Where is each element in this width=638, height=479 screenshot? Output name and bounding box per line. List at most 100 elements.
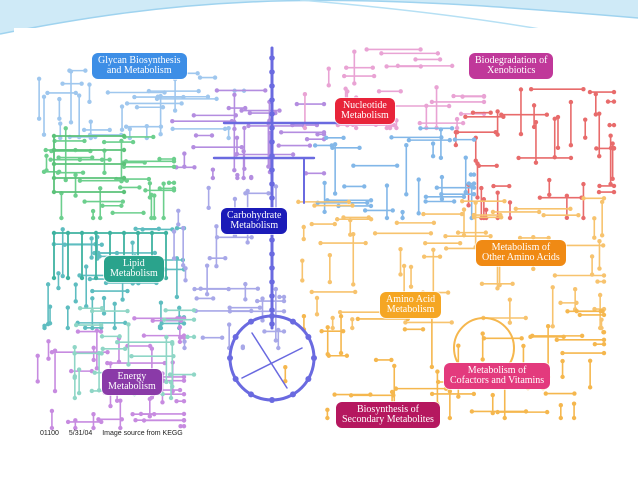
compound-node [179,101,184,106]
compound-node [185,334,190,340]
compound-node [52,388,58,394]
compound-node [555,145,561,150]
compound-node [579,333,585,339]
compound-node [210,296,216,301]
compound-node [140,227,145,232]
compound-node [533,160,539,165]
compound-node [301,314,307,319]
compound-node [77,306,83,311]
compound-node [204,263,210,268]
compound-node [507,183,512,189]
compound-node [389,357,394,363]
compound-node [576,212,581,218]
compound-node [122,346,128,351]
compound-node [80,170,86,175]
compound-node [105,349,110,355]
compound-node [302,125,308,131]
compound-node [191,144,196,150]
compound-node [365,200,370,206]
cofactors-vitamins-label[interactable]: Metabolism of Cofactors and Vitamins [444,363,551,389]
compound-node [322,209,327,215]
compound-node [67,68,72,73]
compound-node [547,192,552,197]
compound-node [51,275,57,281]
compound-node [608,145,614,151]
compound-node [232,92,237,97]
compound-node [171,229,177,234]
compound-node [163,275,169,281]
compound-node [174,225,180,231]
xenobiotics-biodegradation-label[interactable]: Biodegradation of Xenobiotics [469,53,554,79]
nucleotide-metabolism-label[interactable]: Nucleotide Metabolism [335,98,395,124]
compound-node [58,121,63,126]
compound-node [392,363,397,369]
compound-node [443,246,449,251]
carbohydrate-metabolism-label[interactable]: Carbohydrate Metabolism [221,208,288,234]
compound-node [269,307,275,313]
compound-node [558,415,564,421]
compound-node [99,334,105,339]
compound-node [454,125,460,131]
compound-node [91,357,96,363]
compound-node [126,362,131,367]
compound-node [171,159,177,164]
compound-node [269,139,275,145]
compound-node [73,90,78,96]
compound-node [152,250,158,256]
compound-node [191,372,197,377]
compound-node [394,118,399,123]
compound-node [601,279,607,284]
compound-node [45,90,50,96]
compound-node [119,127,125,132]
compound-node [83,68,88,73]
compound-node [117,334,122,339]
compound-node [92,370,97,375]
compound-node [242,166,247,172]
compound-node [103,280,109,286]
compound-node [587,385,593,390]
compound-node [327,279,333,285]
compound-node [332,142,338,147]
compound-node [241,175,246,181]
glycan-metabolism-label[interactable]: Glycan Biosynthesis and Metabolism [92,53,187,79]
compound-node [499,112,504,117]
amino-acid-metabolism-label[interactable]: Amino Acid Metabolism [380,292,442,318]
compound-node [183,278,188,283]
compound-node [96,388,102,393]
energy-metabolism-label[interactable]: Energy Metabolism [102,369,162,395]
compound-node [305,334,312,340]
compound-node [581,196,586,201]
compound-node [439,174,445,180]
secondary-metabolites-label[interactable]: Biosynthesis of Secondary Metabolites [336,402,440,428]
compound-node [587,89,593,95]
compound-node [243,281,248,287]
compound-node [144,123,149,129]
compound-node [471,391,477,397]
compound-node [610,176,615,181]
other-amino-acids-label[interactable]: Metabolism of Other Amino Acids [476,240,566,266]
compound-node [283,364,288,370]
compound-node [119,178,124,184]
compound-node [197,75,203,80]
lipid-metabolism-label[interactable]: Lipid Metabolism [104,256,164,282]
compound-node [453,142,459,148]
energy-label-line2: Metabolism [108,381,156,392]
compound-node [568,206,573,212]
compound-node [493,129,498,135]
compound-node [558,403,564,408]
compound-node [132,94,137,100]
compound-node [99,242,104,247]
compound-node [387,125,393,131]
compound-node [249,175,254,181]
compound-node [550,324,555,329]
compound-node [423,194,429,200]
compound-node [439,196,445,202]
compound-node [599,325,604,331]
compound-node [541,212,546,218]
compound-node [214,264,219,269]
compound-node [611,122,617,128]
compound-node [182,164,187,169]
compound-node [182,151,187,156]
compound-node [248,391,254,398]
compound-node [400,215,405,221]
